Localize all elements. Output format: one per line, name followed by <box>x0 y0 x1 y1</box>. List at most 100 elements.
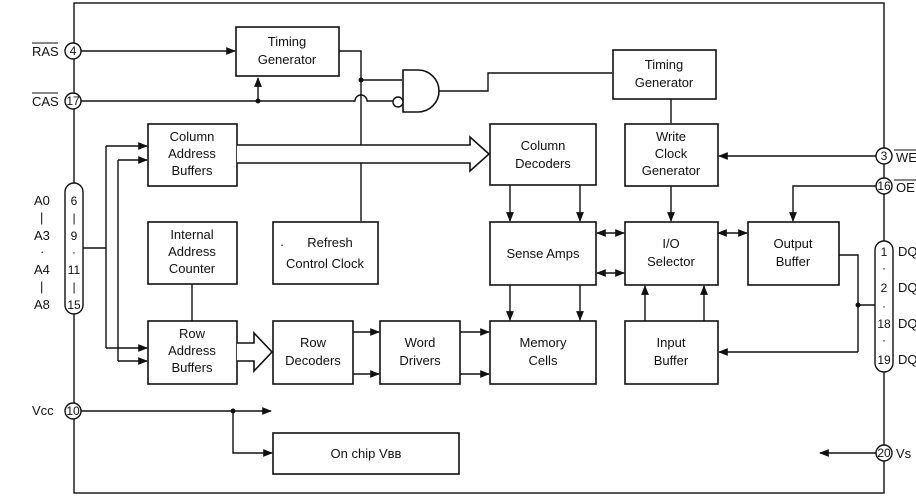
address-name: A3 <box>34 228 50 243</box>
block-line: Generator <box>635 75 694 90</box>
address-number: · <box>72 245 76 259</box>
block-line: Generator <box>642 163 701 178</box>
block-line: Column <box>521 138 566 153</box>
pin-name: RAS <box>32 44 59 59</box>
address-name: A8 <box>34 297 50 312</box>
address-number: 9 <box>71 229 78 243</box>
address-number: 11 <box>68 263 81 277</box>
sense-amps-block: Sense Amps <box>489 221 597 286</box>
block-line: Selector <box>647 254 695 269</box>
block-line: On chip Vʙʙ <box>331 446 402 461</box>
dq-name: DQ <box>898 244 916 259</box>
address-name: | <box>40 210 43 225</box>
dq-number: 1 <box>881 245 888 259</box>
row-decoders-block: Row Decoders <box>272 320 354 385</box>
dq-name: DQ <box>898 316 916 331</box>
pin-number: 3 <box>881 149 888 163</box>
dq-number: 19 <box>877 353 891 367</box>
block-line: Refresh <box>307 235 353 250</box>
word-drivers-block: Word Drivers <box>379 320 461 385</box>
dq-number: · <box>882 261 886 275</box>
block-line: Write <box>656 129 686 144</box>
block-line: Timing <box>645 57 684 72</box>
block-line: I/O <box>662 236 679 251</box>
block-line: Control Clock <box>286 256 365 271</box>
column-decoders-block: Column Decoders <box>489 123 597 186</box>
pin-name: Vs <box>896 446 912 461</box>
pin-number: 10 <box>66 404 80 418</box>
block-line: Address <box>168 244 216 259</box>
output-buffer-block: Output Buffer <box>747 221 840 286</box>
address-name: A4 <box>34 262 50 277</box>
block-line: Buffers <box>172 163 213 178</box>
block-line: Buffers <box>172 360 213 375</box>
block-line: Generator <box>258 52 317 67</box>
block-line: Output <box>773 236 812 251</box>
write-clock-generator-block: Write Clock Generator <box>624 123 719 187</box>
address-pins[interactable]: A0 | A3 · A4 | A8 6 | 9 · 11 | 15 <box>34 182 84 315</box>
pin-name: Vcc <box>32 403 54 418</box>
on-chip-vbb-block: On chip Vʙʙ <box>272 432 460 475</box>
vcc-pin[interactable]: Vcc 10 <box>32 402 82 420</box>
dq-number: 18 <box>877 317 891 331</box>
block-line: Timing <box>268 34 307 49</box>
vss-pin[interactable]: 20 Vs <box>875 444 912 462</box>
block-line: Buffer <box>654 353 689 368</box>
address-name: | <box>40 279 43 294</box>
pin-number: 16 <box>877 179 891 193</box>
dq-number: 2 <box>881 281 888 295</box>
dq-number: · <box>882 333 886 347</box>
block-line: Sense Amps <box>507 246 580 261</box>
block-line: Row <box>179 326 206 341</box>
block-line: Drivers <box>399 353 441 368</box>
address-name: A0 <box>34 193 50 208</box>
block-line: Row <box>300 335 327 350</box>
dq-number: · <box>882 299 886 313</box>
pin-number: 4 <box>70 44 77 58</box>
block-line: Buffer <box>776 254 811 269</box>
block-line: Address <box>168 343 216 358</box>
io-selector-block: I/O Selector <box>624 221 719 286</box>
pin-name: OE <box>896 180 915 195</box>
column-address-buffers-block: Column Address Buffers <box>147 123 238 187</box>
pin-number: 20 <box>877 446 891 460</box>
block-line: Decoders <box>285 353 341 368</box>
block-line: Internal <box>170 227 213 242</box>
and-gate-symbol <box>402 69 440 113</box>
address-number: | <box>72 280 75 294</box>
pin-name: CAS <box>32 94 59 109</box>
block-dot: . <box>280 234 284 249</box>
block-line: Counter <box>169 261 216 276</box>
signal-wires <box>81 47 876 457</box>
inversion-bubble <box>392 96 404 108</box>
block-line: Address <box>168 146 216 161</box>
dq-name: DQ <box>898 352 916 367</box>
ras-pin[interactable]: RAS 4 <box>32 42 82 60</box>
timing-generator-1-block: Timing Generator <box>235 26 340 77</box>
block-line: Cells <box>529 353 558 368</box>
cas-pin[interactable]: CAS 17 <box>32 92 82 110</box>
address-number: 15 <box>67 298 81 312</box>
we-pin[interactable]: 3 WE <box>875 147 916 165</box>
internal-address-counter-block: Internal Address Counter <box>147 221 238 285</box>
oe-pin[interactable]: 16 OE <box>875 177 916 195</box>
address-name: · <box>40 244 44 259</box>
block-line: Clock <box>655 146 688 161</box>
pin-name: WE <box>896 150 916 165</box>
memory-cells-block: Memory Cells <box>489 320 597 385</box>
block-line: Decoders <box>515 156 571 171</box>
refresh-control-clock-block: . Refresh Control Clock <box>272 221 379 285</box>
address-number: | <box>72 211 75 225</box>
dq-name: DQ <box>898 280 916 295</box>
block-line: Input <box>657 335 686 350</box>
row-address-buffers-block: Row Address Buffers <box>147 320 238 385</box>
dq-pins[interactable]: 1 · 2 · 18 · 19 DQ DQ DQ DQ <box>874 240 916 373</box>
pin-number: 17 <box>66 94 80 108</box>
address-number: 6 <box>71 194 78 208</box>
block-line: Memory <box>520 335 567 350</box>
input-buffer-block: Input Buffer <box>624 320 719 385</box>
block-line: Word <box>405 335 436 350</box>
block-line: Column <box>170 129 215 144</box>
timing-generator-2-block: Timing Generator <box>612 49 717 100</box>
